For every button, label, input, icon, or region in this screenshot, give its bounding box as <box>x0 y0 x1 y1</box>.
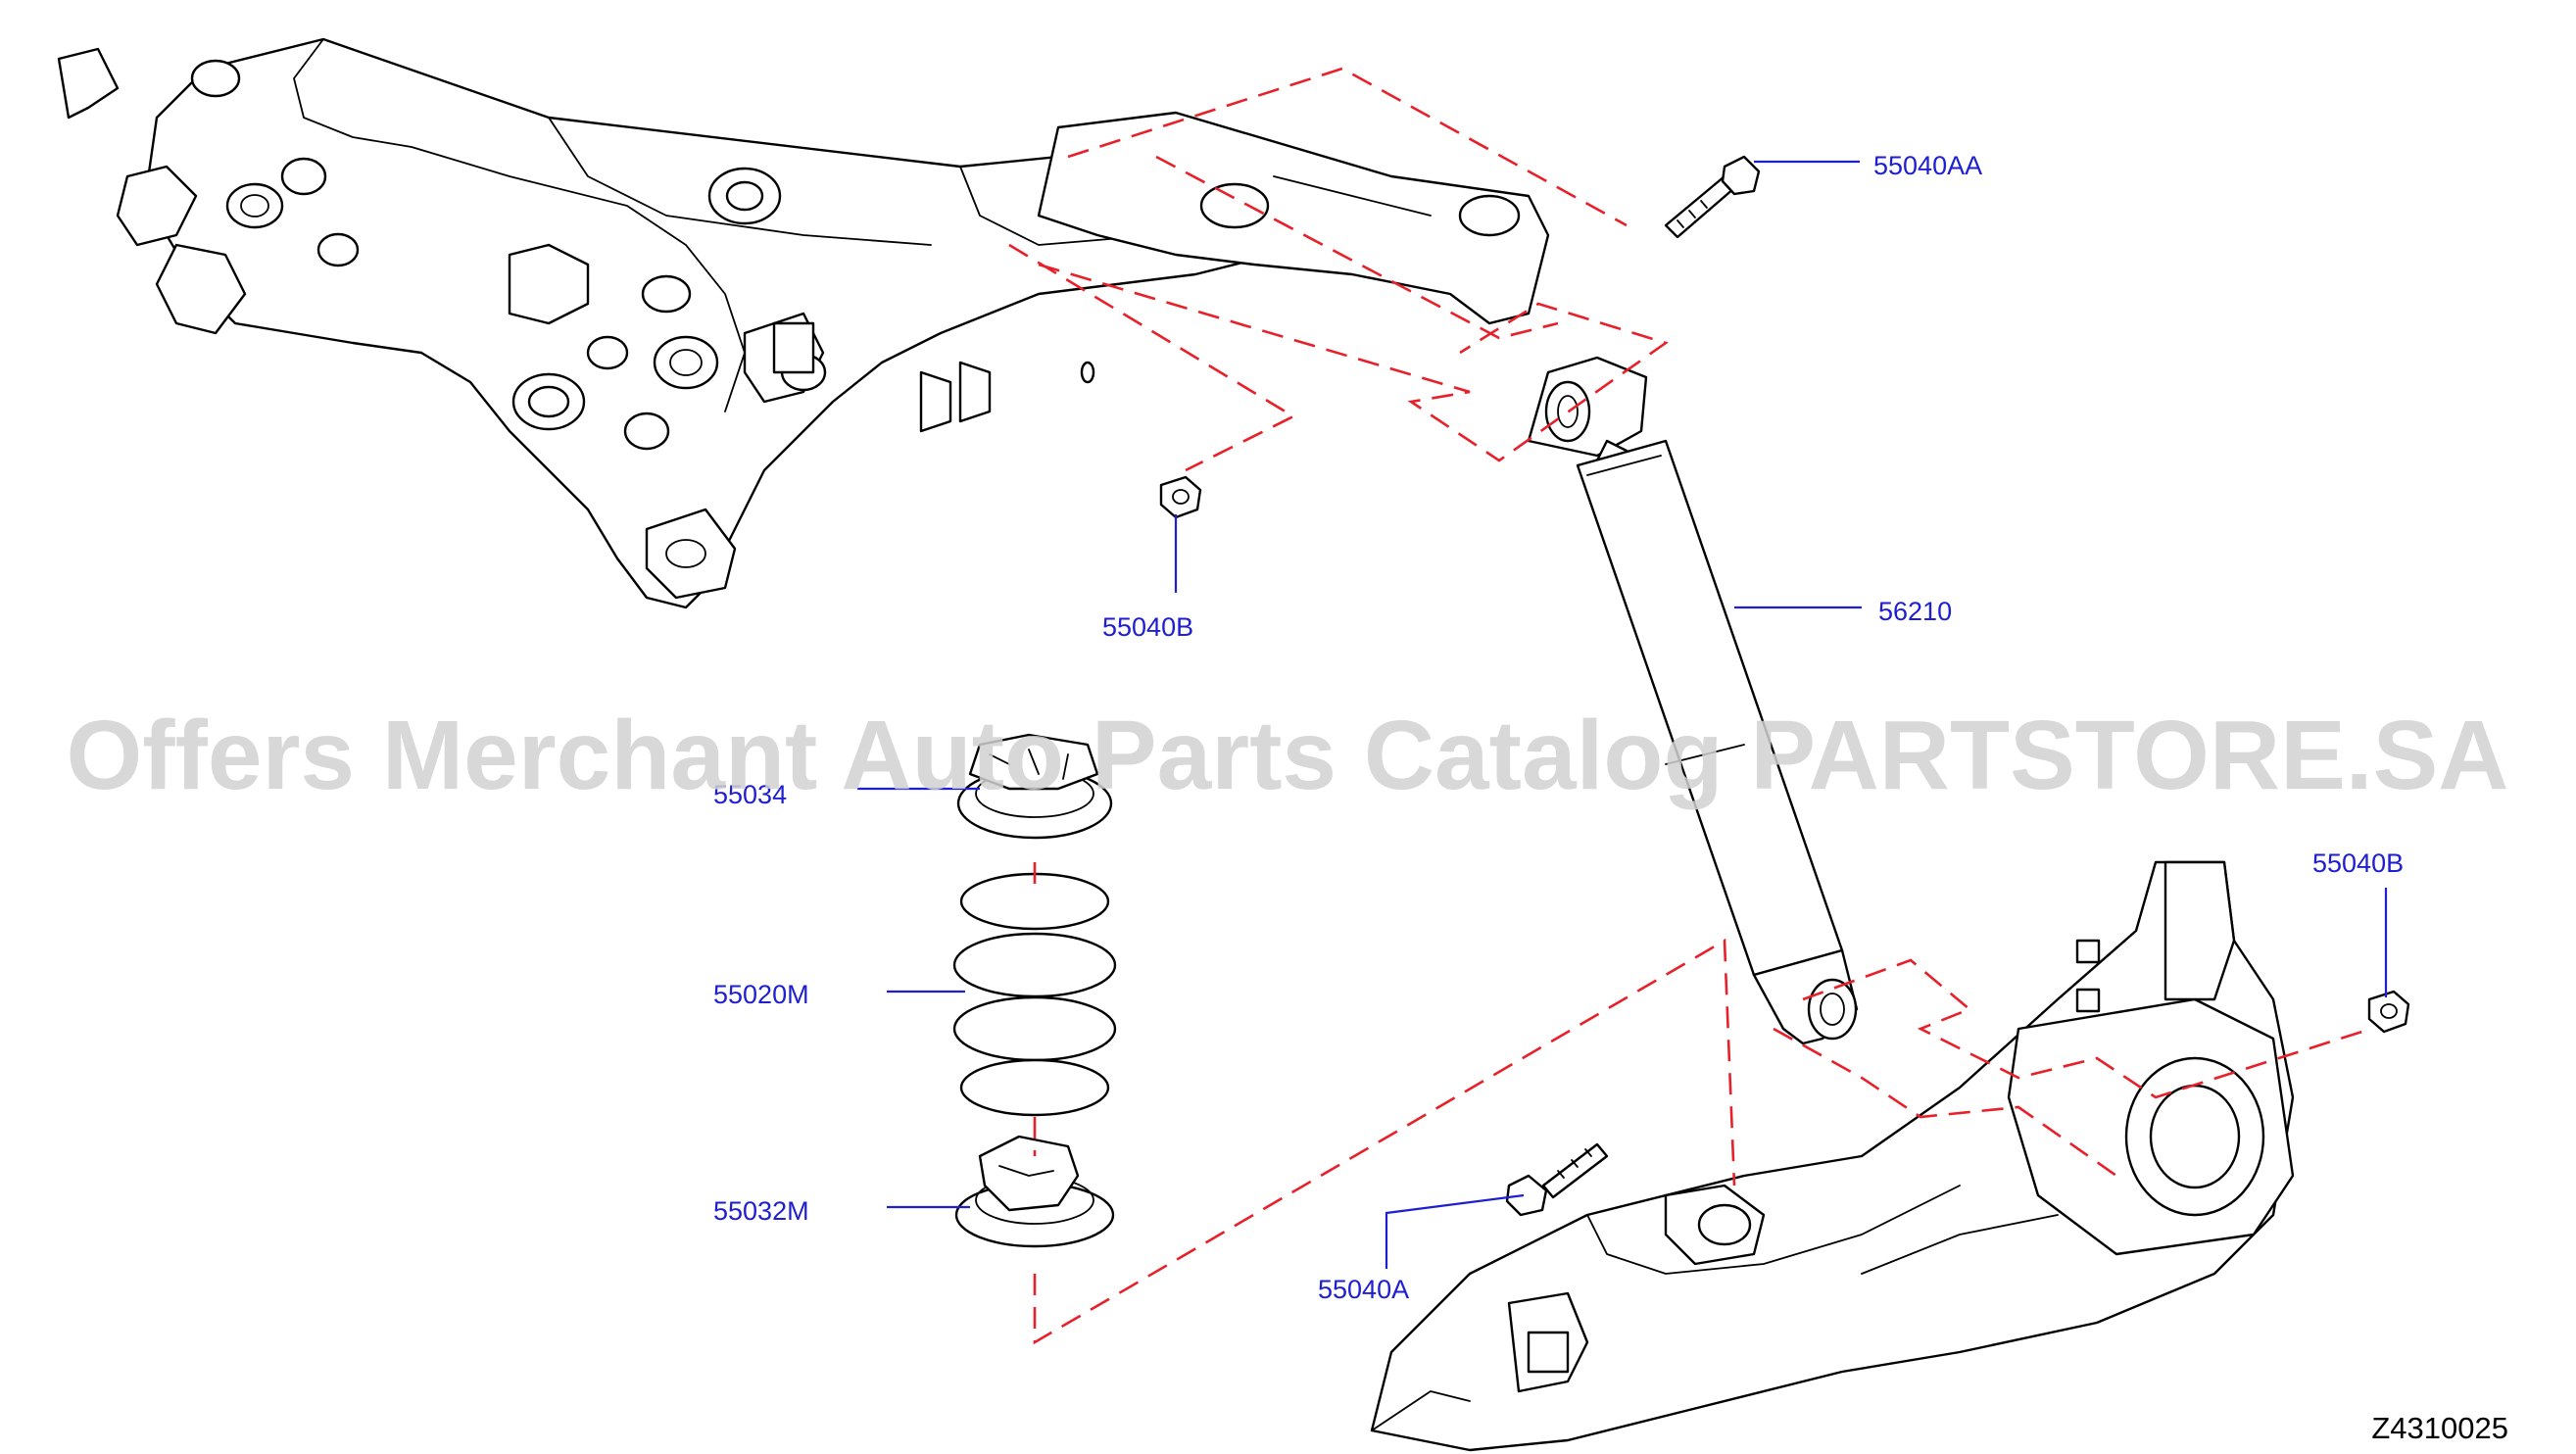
coil-spring <box>952 872 1117 1117</box>
callout-leaders <box>857 160 2388 1269</box>
assembly-guide-lines <box>1008 67 2372 1345</box>
rear-axle-beam <box>1370 860 2295 1452</box>
shock-absorber <box>1527 356 1859 1045</box>
label-55040B-lower: 55040B <box>2312 848 2404 878</box>
bolt-upper-55040AA <box>1664 155 1761 239</box>
label-55032M: 55032M <box>713 1196 809 1226</box>
diagram-code: Z4310025 <box>2371 1411 2508 1445</box>
bolt-lower-55040A <box>1505 1142 1609 1217</box>
upper-spring-seat <box>956 733 1113 840</box>
label-56210: 56210 <box>1878 597 1952 626</box>
nut-upper-55040B <box>1159 475 1202 519</box>
label-55020M: 55020M <box>713 980 809 1009</box>
watermark-text: Offers Merchant Auto Parts Catalog PARTS… <box>67 701 2509 810</box>
label-55034: 55034 <box>713 780 787 809</box>
lower-spring-seat <box>954 1135 1115 1248</box>
label-55040AA: 55040AA <box>1873 151 1982 180</box>
label-55040B-upper: 55040B <box>1102 612 1193 642</box>
nut-lower-55040B <box>2367 990 2410 1034</box>
label-55040A: 55040A <box>1318 1275 1409 1304</box>
rear-subframe <box>57 37 1550 609</box>
